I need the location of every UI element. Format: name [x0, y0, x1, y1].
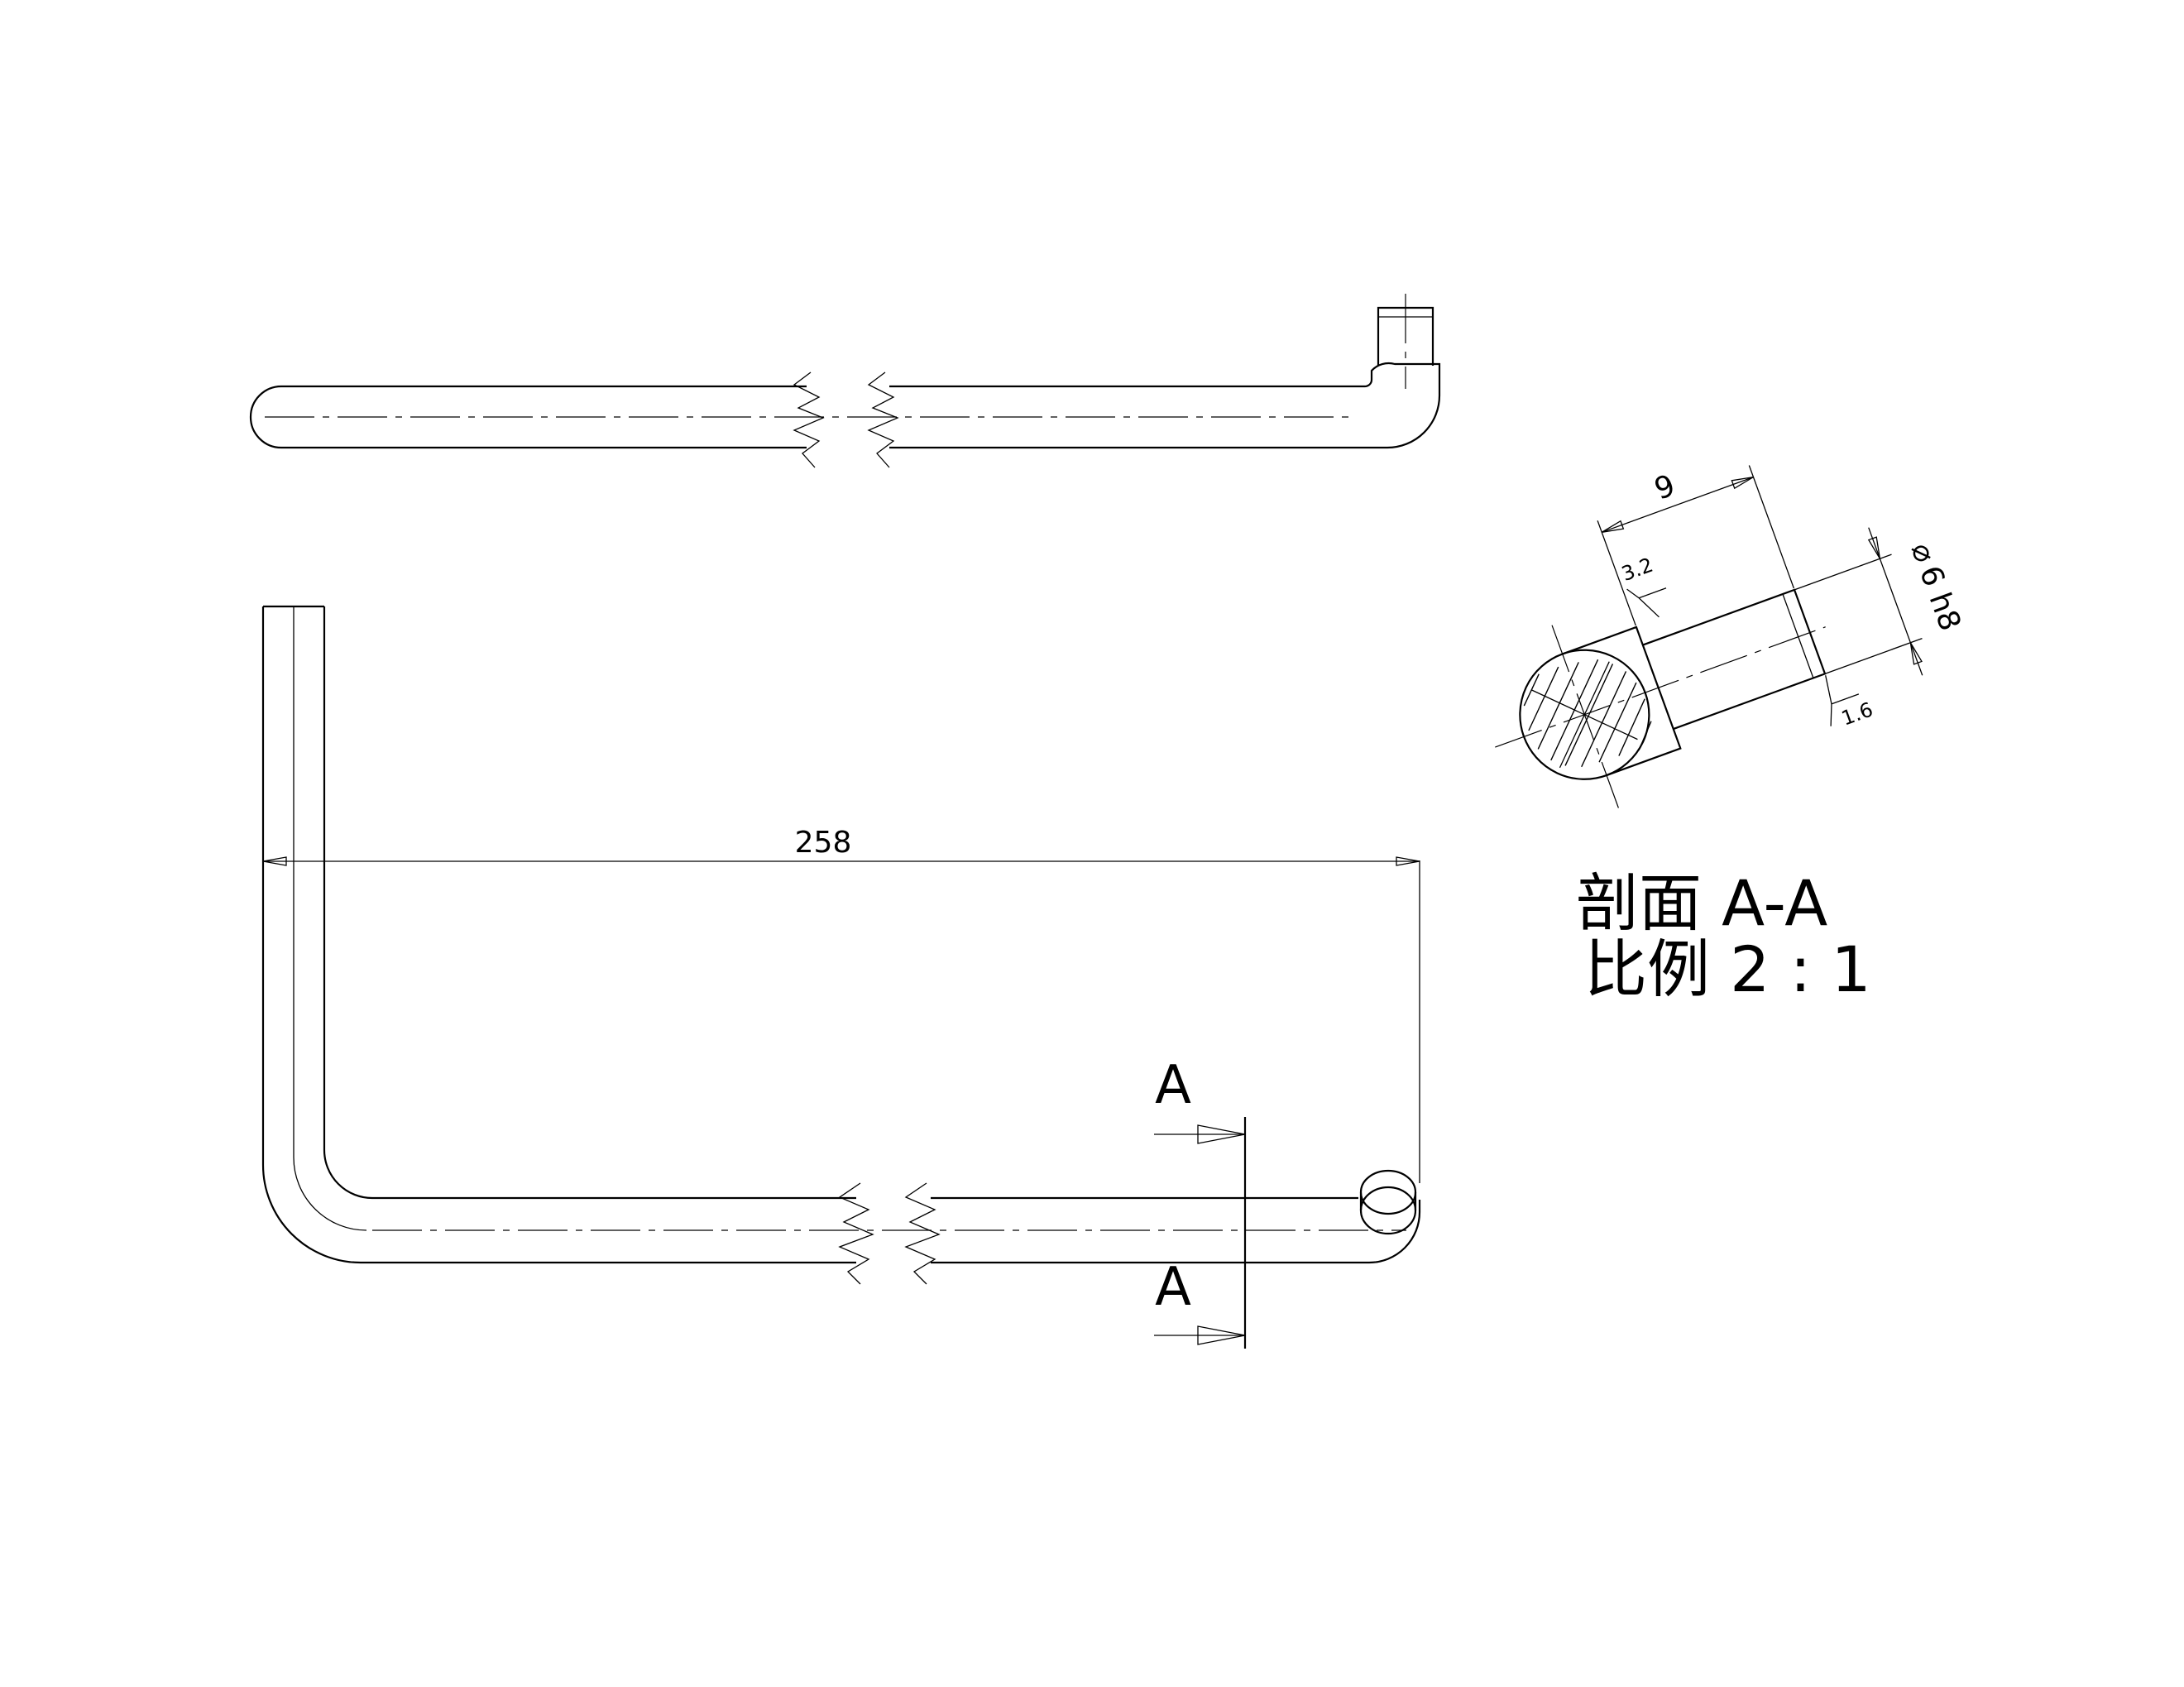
- top-view: [249, 294, 1441, 468]
- caption-scale: 比例 2 : 1: [1584, 932, 1871, 1006]
- front-view: [261, 605, 1421, 1285]
- dimension-258: 258: [262, 826, 1420, 866]
- section-letter-top: A: [1155, 1055, 1191, 1116]
- surface-finish-pin: 1.6: [1838, 697, 1875, 730]
- caption-section-title: 剖面 A-A: [1576, 866, 1827, 940]
- dim-pin-diameter: ⌀6 h8: [1904, 539, 1967, 635]
- section-cut-markers: A A: [1154, 1055, 1247, 1349]
- dim-overall-length: 258: [795, 826, 852, 860]
- dim-section-length: 9: [1650, 468, 1680, 506]
- section-letter-bottom: A: [1155, 1257, 1191, 1318]
- section-detail: 9 3.2 ⌀6 h8 1.6: [1495, 465, 1967, 808]
- section-caption: 剖面 A-A 比例 2 : 1: [1576, 866, 1871, 1006]
- surface-finish-top: 3.2: [1618, 554, 1655, 586]
